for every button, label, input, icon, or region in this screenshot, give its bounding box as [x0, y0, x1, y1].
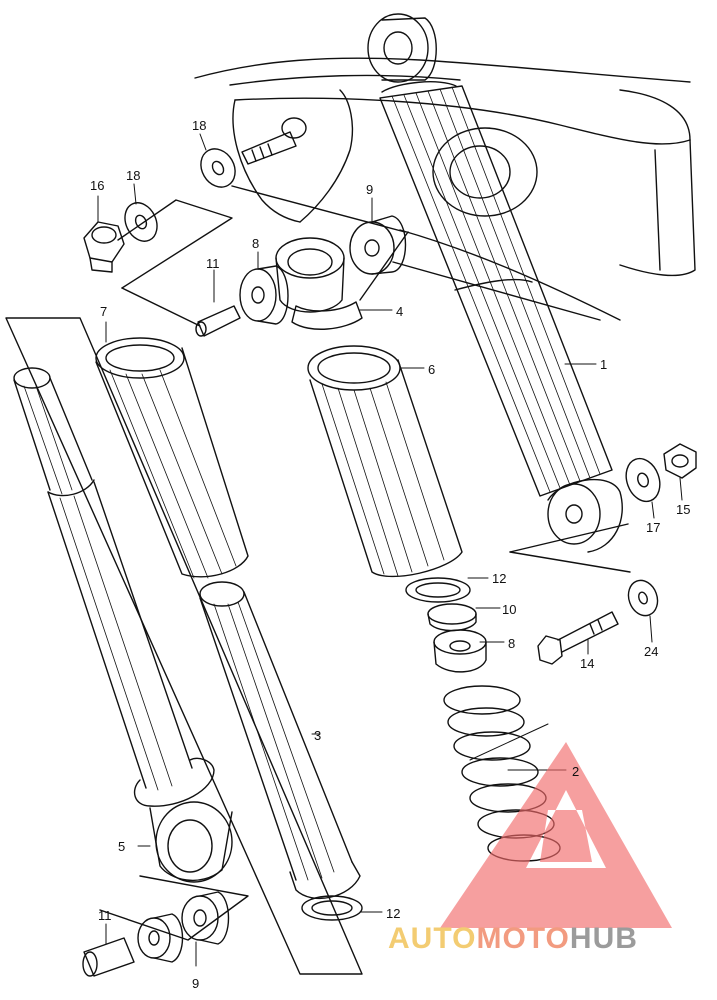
callout-1: 1 [600, 357, 607, 372]
washer-18-left [124, 202, 158, 242]
callout-8-mid: 8 [508, 636, 515, 651]
tube-3 [199, 581, 361, 900]
callout-17: 17 [646, 520, 660, 535]
bushing-8-top [239, 265, 289, 325]
part-10 [427, 603, 477, 632]
washer-17 [625, 457, 661, 503]
callout-12-bottom: 12 [386, 906, 400, 921]
watermark-triangle-icon [440, 742, 672, 928]
callout-24: 24 [644, 644, 658, 659]
upper-mount-stud [241, 117, 307, 165]
spring-cover-6 [307, 345, 463, 578]
bracket-4 [291, 301, 363, 330]
automotohub-watermark: AUTOMOTOHUB [388, 742, 672, 955]
callout-2: 2 [572, 764, 579, 779]
callout-8-top: 8 [252, 236, 259, 251]
nut-15 [663, 443, 697, 479]
assembly-lines-bottom [99, 875, 249, 941]
assembly-line-lower-right [509, 523, 629, 553]
collar-11-bottom [82, 937, 135, 977]
callout-4: 4 [396, 304, 403, 319]
callout-3: 3 [314, 728, 321, 743]
part-8-mid [433, 629, 487, 673]
leader-lines [97, 133, 683, 967]
callout-16: 16 [90, 178, 104, 193]
callout-11-bottom: 11 [98, 908, 112, 923]
collar-11-top [195, 305, 241, 337]
callout-18-left: 18 [126, 168, 140, 183]
assembly-line-lower-right-2 [509, 551, 631, 573]
shock-absorber-1 [367, 13, 623, 553]
washer-12-mid [405, 577, 471, 603]
callout-labels: 1 2 3 4 5 6 7 8 8 9 9 10 11 11 12 12 14 … [90, 118, 690, 991]
upper-collar [275, 237, 345, 313]
callout-9-top: 9 [366, 182, 373, 197]
callout-7: 7 [100, 304, 107, 319]
bolt-14 [537, 611, 619, 665]
watermark-auto: AUTO [388, 922, 476, 955]
callout-14: 14 [580, 656, 594, 671]
bushing-9-bottom-b [181, 891, 230, 945]
callout-12-mid: 12 [492, 571, 506, 586]
callout-10: 10 [502, 602, 516, 617]
cap-nut-16 [83, 221, 125, 273]
guide-outline-left [5, 317, 363, 975]
svg-text:AUTOMOTOHUB: AUTOMOTOHUB [388, 922, 638, 955]
washer-24 [627, 579, 659, 617]
damper-unit-5 [13, 367, 233, 883]
watermark-moto: MOTO [476, 922, 569, 955]
shock-1-ribs [391, 86, 601, 493]
callout-18-top: 18 [192, 118, 206, 133]
washer-18-top [200, 148, 236, 188]
bushing-9-bottom-a [137, 913, 184, 963]
frame-outline [194, 57, 696, 321]
spring-cover-7 [95, 337, 249, 579]
callout-5: 5 [118, 839, 125, 854]
callout-9-bottom: 9 [192, 976, 199, 991]
callout-15: 15 [676, 502, 690, 517]
callout-11-top: 11 [206, 256, 220, 271]
washer-12-bottom [301, 895, 363, 921]
assembly-lines-top [117, 185, 601, 327]
watermark-hub: HUB [570, 922, 638, 955]
callout-6: 6 [428, 362, 435, 377]
